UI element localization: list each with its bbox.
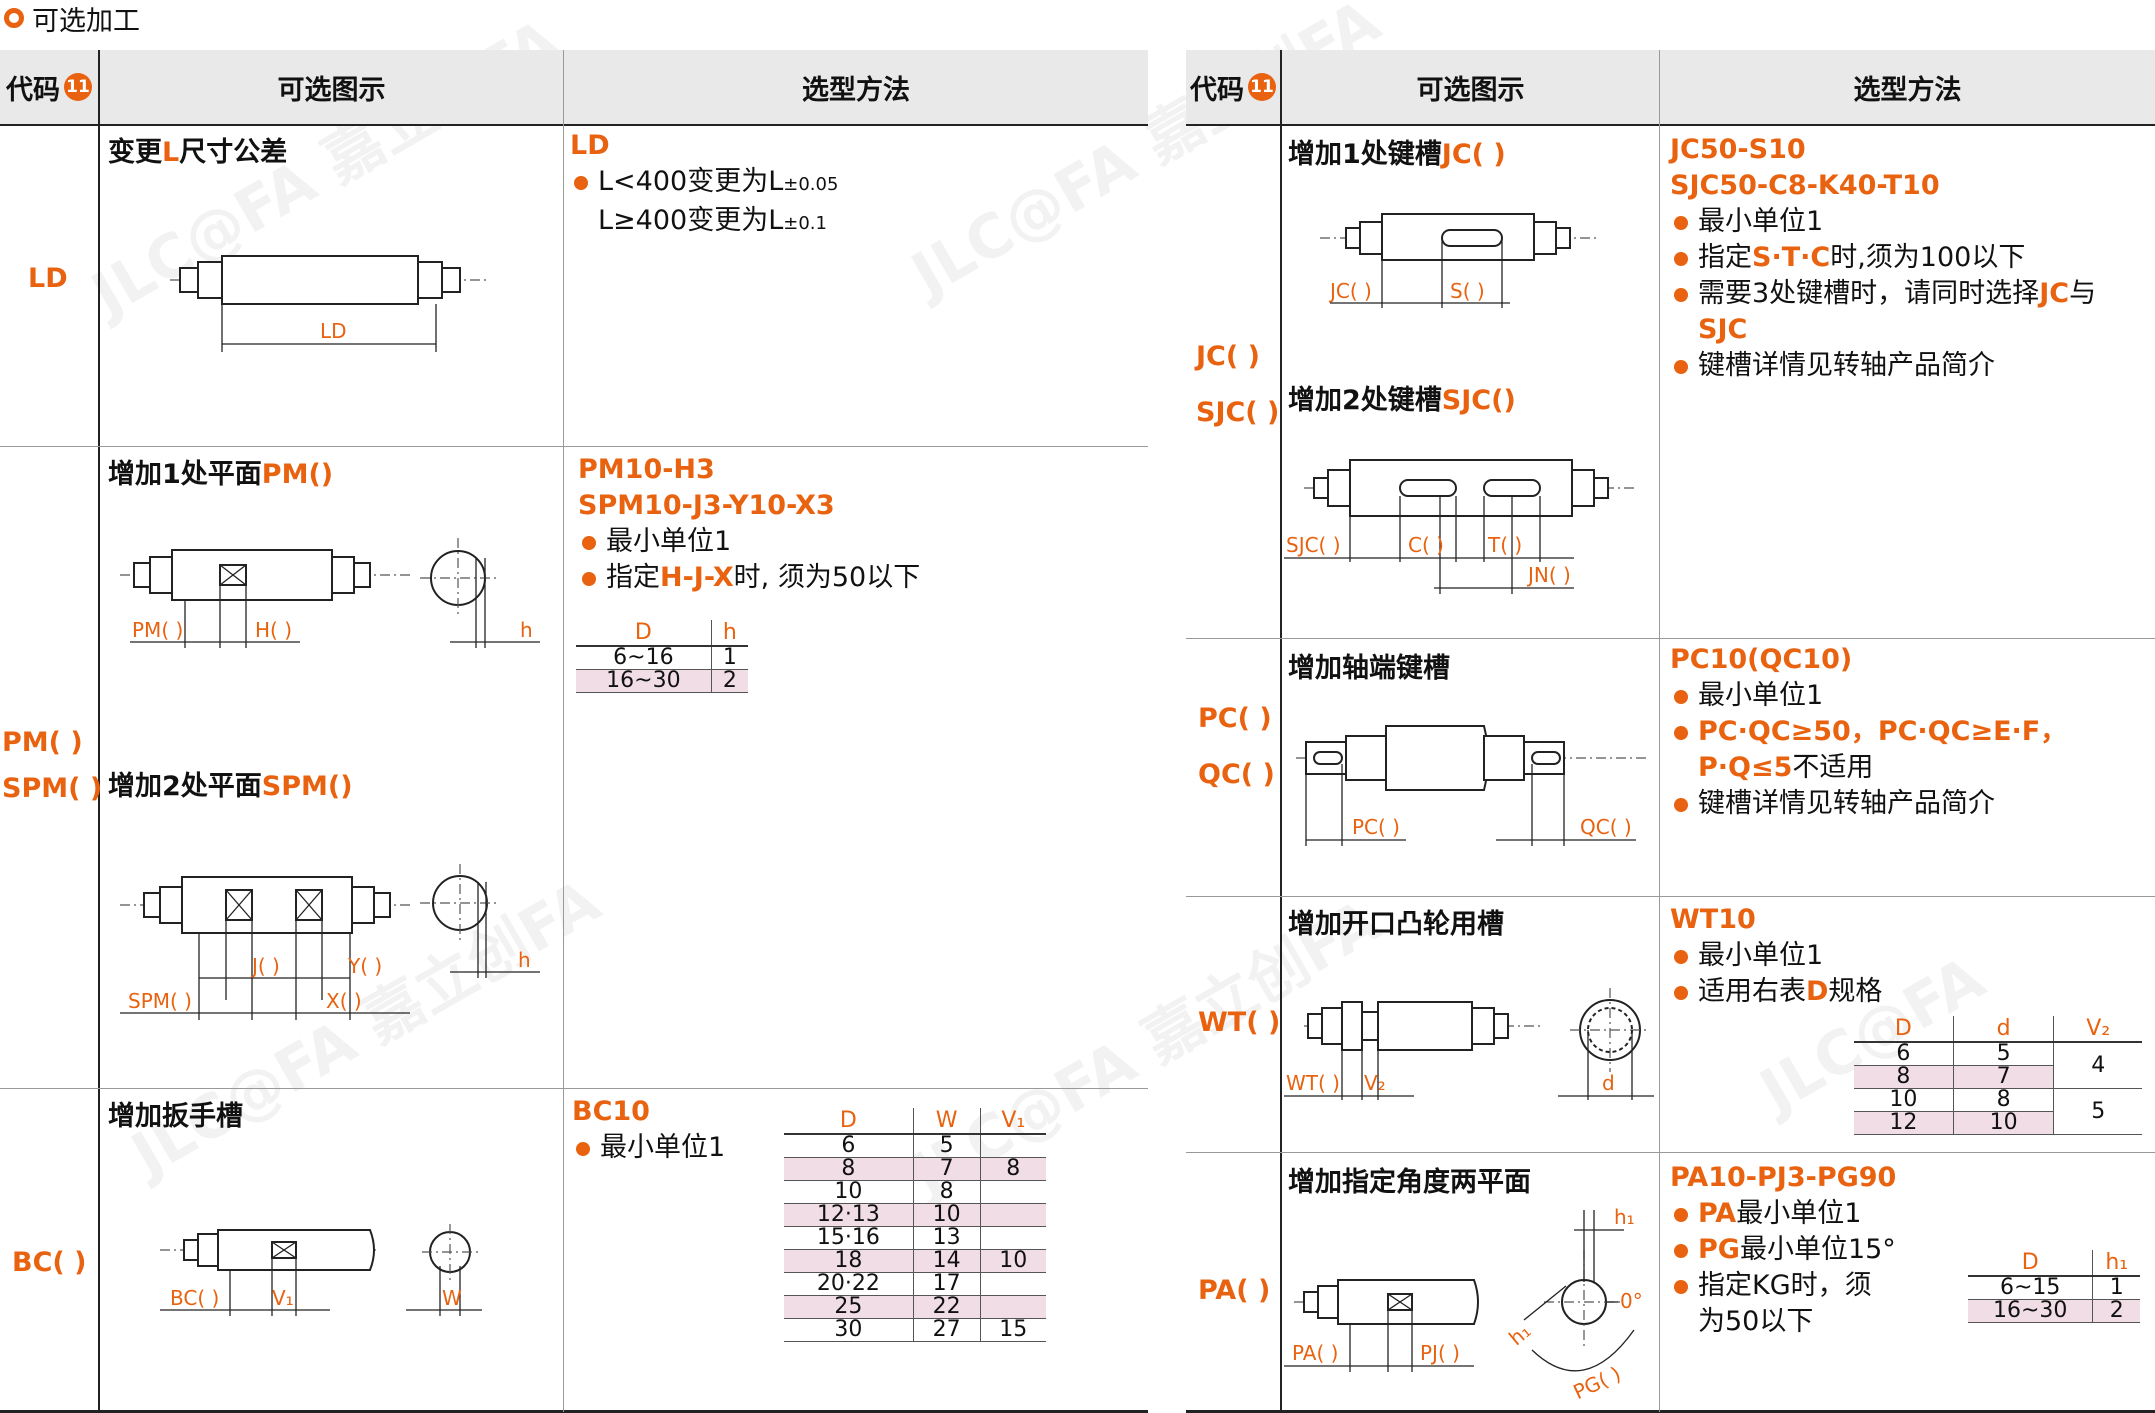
shaft-wt-diagram: WT( ) V₂ d <box>1284 988 1654 1100</box>
svg-text:JN( ): JN( ) <box>1526 563 1571 587</box>
title-pa: 增加指定角度两平面 <box>1288 1167 1531 1198</box>
shaft-pc-diagram: PC( ) QC( ) <box>1296 725 1646 846</box>
code-sjc: SJC( ) <box>1196 397 1280 428</box>
method-bc: BC10 最小单位1 <box>572 1094 725 1166</box>
col-method-header: 选型方法 <box>802 74 910 106</box>
svg-text:W: W <box>442 1286 462 1310</box>
svg-text:WT( ): WT( ) <box>1286 1071 1340 1095</box>
svg-text:V₁: V₁ <box>272 1286 294 1310</box>
code-ld: LD <box>28 263 68 294</box>
code-pa: PA( ) <box>1198 1275 1271 1306</box>
shaft-spm-diagram: J( ) Y( ) SPM( ) X( ) h <box>120 864 540 1020</box>
badge-icon: 11 <box>64 73 92 101</box>
svg-text:S( ): S( ) <box>1450 279 1485 303</box>
col-diagram-header: 可选图示 <box>277 74 386 106</box>
svg-text:X( ): X( ) <box>326 989 362 1013</box>
title-sjc: 增加2处键槽SJC() <box>1288 385 1516 416</box>
svg-text:PC( ): PC( ) <box>1352 815 1400 839</box>
svg-text:V₂: V₂ <box>1364 1071 1386 1095</box>
method-ld: LD L<400变更为L±0.05 L≥400变更为L±0.1 <box>570 130 839 236</box>
method-pc: PC10(QC10) 最小单位1 PC·QC≥50，PC·QC≥E·F， P·Q… <box>1670 642 2067 822</box>
section-title: 可选加工 <box>4 0 140 37</box>
title-wt: 增加开口凸轮用槽 <box>1288 909 1504 940</box>
title-bc: 增加扳手槽 <box>108 1101 243 1132</box>
svg-text:d: d <box>1602 1071 1615 1095</box>
code-pm: PM( ) <box>2 727 83 758</box>
svg-text:C( ): C( ) <box>1408 533 1444 557</box>
method-jc: JC50-S10 SJC50-C8-K40-T10 最小单位1 指定S·T·C时… <box>1670 132 2096 384</box>
svg-text:LD: LD <box>320 319 347 343</box>
method-wt: WT10 最小单位1 适用右表D规格 <box>1670 902 1882 1010</box>
svg-text:PG( ): PG( ) <box>1569 1362 1624 1405</box>
svg-text:h: h <box>520 618 533 642</box>
shaft-pm-diagram: PM( ) H( ) h <box>120 538 540 648</box>
code-wt: WT( ) <box>1198 1007 1281 1038</box>
svg-text:h: h <box>518 948 531 972</box>
svg-text:J( ): J( ) <box>250 954 280 978</box>
title-spm: 增加2处平面SPM() <box>108 771 353 802</box>
shaft-bc-diagram: BC( ) V₁ W <box>160 1224 482 1316</box>
code-jc: JC( ) <box>1196 341 1260 372</box>
shaft-pa-diagram: PA( ) PJ( ) h₁ 0° h₁ PG( ) <box>1284 1205 1643 1405</box>
svg-text:PA( ): PA( ) <box>1292 1341 1338 1365</box>
svg-text:Y( ): Y( ) <box>347 954 382 978</box>
title-ld: 变更L尺寸公差 <box>108 137 288 168</box>
col-method-header: 选型方法 <box>1853 74 1962 106</box>
title-jc: 增加1处键槽JC( ) <box>1288 139 1506 170</box>
badge-icon: 11 <box>1248 73 1276 101</box>
method-pm: PM10-H3 SPM10-J3-Y10-X3 最小单位1 指定H-J-X时, … <box>578 452 920 596</box>
shaft-ld-diagram: LD <box>170 255 490 352</box>
title-pc: 增加轴端键槽 <box>1288 653 1450 684</box>
svg-text:SJC( ): SJC( ) <box>1286 533 1341 557</box>
code-pc: PC( ) <box>1198 703 1272 734</box>
svg-text:QC( ): QC( ) <box>1580 815 1632 839</box>
col-diagram-header: 可选图示 <box>1416 74 1525 106</box>
svg-text:SPM( ): SPM( ) <box>128 989 192 1013</box>
title-pm: 增加1处平面PM() <box>108 459 334 490</box>
svg-text:h₁: h₁ <box>1504 1319 1535 1351</box>
code-spm: SPM( ) <box>2 773 103 804</box>
svg-text:h₁: h₁ <box>1614 1205 1635 1229</box>
svg-text:PJ( ): PJ( ) <box>1420 1341 1460 1365</box>
svg-text:BC( ): BC( ) <box>170 1286 219 1310</box>
svg-text:PM( ): PM( ) <box>132 618 183 642</box>
svg-text:H( ): H( ) <box>255 618 292 642</box>
svg-text:JC( ): JC( ) <box>1328 279 1372 303</box>
ring-icon <box>4 8 24 28</box>
svg-text:T( ): T( ) <box>1487 533 1522 557</box>
svg-text:0°: 0° <box>1620 1289 1643 1313</box>
method-pa: PA10-PJ3-PG90 PA最小单位1 PG最小单位15° 指定KG时，须 … <box>1670 1162 1897 1337</box>
shaft-sjc-diagram: SJC( ) C( ) T( ) JN( ) <box>1284 459 1634 594</box>
code-bc: BC( ) <box>12 1247 87 1278</box>
shaft-jc-diagram: JC( ) S( ) <box>1320 213 1600 308</box>
code-qc: QC( ) <box>1198 759 1275 790</box>
